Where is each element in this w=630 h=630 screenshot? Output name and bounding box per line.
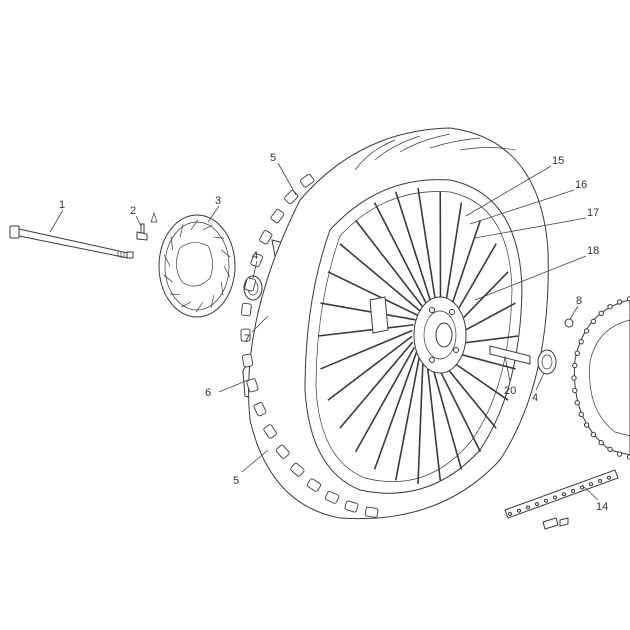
callout-5a: 5 [270, 152, 276, 164]
brake-disc-part[interactable] [158, 214, 236, 318]
callout-8: 8 [576, 295, 582, 307]
callout-4b: 4 [532, 392, 538, 404]
callout-14: 14 [596, 501, 608, 513]
callout-1: 1 [59, 199, 65, 211]
wheel-assembly[interactable] [240, 127, 549, 520]
leader-lines [49, 162, 599, 501]
callout-18: 18 [587, 245, 599, 257]
callout-16: 16 [575, 179, 587, 191]
callout-20: 20 [504, 385, 516, 397]
callout-6: 6 [205, 387, 211, 399]
spacer-tube-part[interactable] [489, 345, 531, 365]
bearing-right-part[interactable] [537, 349, 557, 375]
callout-7: 7 [244, 333, 250, 345]
callout-17: 17 [587, 207, 599, 219]
axle-part[interactable] [9, 225, 134, 259]
nut-part[interactable] [564, 318, 574, 328]
bolt-part[interactable] [136, 211, 158, 241]
callout-4a: 4 [252, 250, 258, 262]
sprocket-part[interactable] [571, 296, 630, 460]
chain-part[interactable] [504, 469, 619, 530]
callout-3: 3 [215, 195, 221, 207]
callout-labels: 1 2 3 4 5 15 16 17 18 8 7 6 5 20 4 14 [59, 152, 608, 513]
callout-5b: 5 [233, 475, 239, 487]
callout-15: 15 [552, 155, 564, 167]
callout-2: 2 [130, 205, 136, 217]
